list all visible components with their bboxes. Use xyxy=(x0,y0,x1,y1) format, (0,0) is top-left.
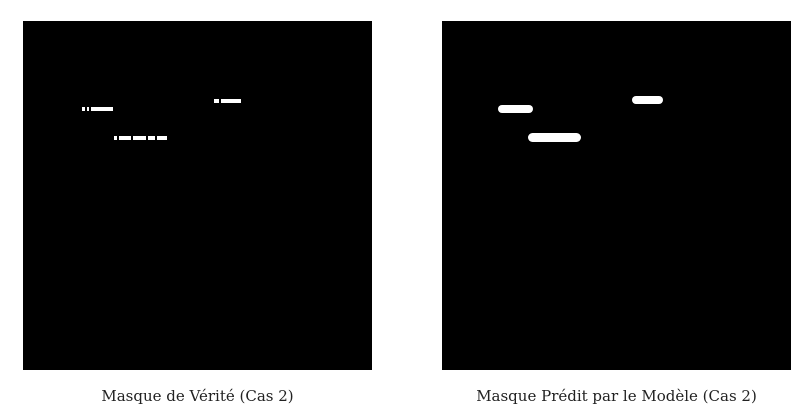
ground-truth-segment xyxy=(214,99,241,103)
ground-truth-segment xyxy=(114,136,167,140)
predicted-segment xyxy=(528,133,581,142)
ground-truth-mask-image xyxy=(23,21,372,370)
predicted-mask-image xyxy=(442,21,791,370)
ground-truth-caption: Masque de Vérité (Cas 2) xyxy=(101,387,294,405)
predicted-caption: Masque Prédit par le Modèle (Cas 2) xyxy=(476,387,757,405)
predicted-segment xyxy=(632,96,663,104)
predicted-segment xyxy=(498,105,533,113)
ground-truth-segment xyxy=(82,107,113,111)
